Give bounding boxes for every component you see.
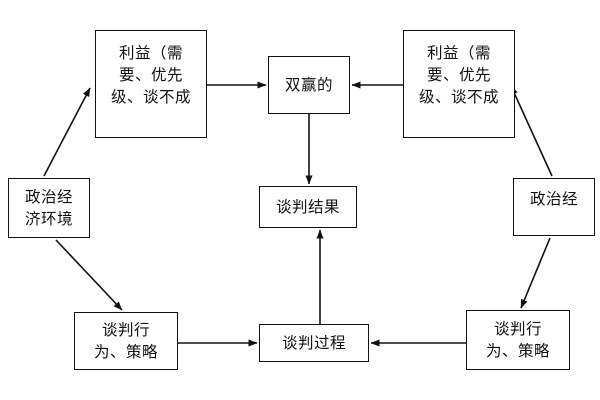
node-environment-left-label: 政治经 济环境 [24, 188, 73, 228]
node-outcome-label: 谈判结果 [275, 198, 340, 216]
node-benefit-left[interactable]: 利益（需 要、优先 级、谈不成 [95, 30, 207, 138]
node-outcome[interactable]: 谈判结果 [259, 186, 357, 228]
edge-env-left-to-behavior-left [55, 239, 123, 311]
node-behavior-left[interactable]: 谈判行 为、策略 [74, 312, 178, 370]
node-winwin-label: 双赢的 [284, 76, 333, 94]
node-process-label: 谈判过程 [281, 334, 346, 352]
node-environment-right-label: 政治经 [529, 190, 578, 208]
edge-env-right-to-behavior-right [520, 237, 551, 309]
edge-env-left-to-benefit-left [43, 87, 91, 177]
node-behavior-left-label: 谈判行 为、策略 [93, 321, 158, 361]
node-benefit-left-label: 利益（需 要、优先 级、谈不成 [110, 44, 191, 106]
node-behavior-right[interactable]: 谈判行 为、策略 [466, 310, 570, 370]
edge-env-right-to-benefit-right [510, 85, 553, 177]
node-benefit-right-label: 利益（需 要、优先 级、谈不成 [418, 44, 499, 106]
node-process[interactable]: 谈判过程 [259, 324, 369, 362]
node-environment-left[interactable]: 政治经 济环境 [8, 178, 90, 238]
node-environment-right[interactable]: 政治经 [513, 178, 595, 236]
node-winwin[interactable]: 双赢的 [268, 56, 350, 114]
node-benefit-right[interactable]: 利益（需 要、优先 级、谈不成 [403, 30, 515, 138]
node-behavior-right-label: 谈判行 为、策略 [485, 320, 550, 360]
